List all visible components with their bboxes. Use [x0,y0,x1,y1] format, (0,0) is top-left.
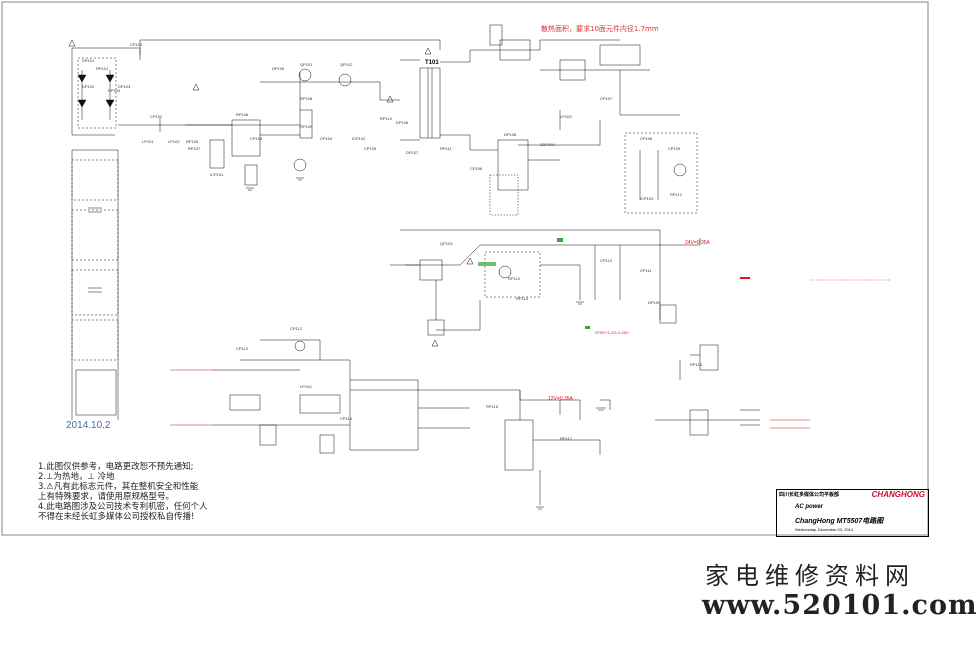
component-ref-label: CP106 [470,166,483,171]
component-ref-label: RP113 [508,276,521,281]
component-ref-label: CP114 [340,416,353,421]
component-ref-label: DP109 [648,300,661,305]
component-ref-label: DP108 [504,132,517,137]
component-ref-label: CP104 [320,136,333,141]
component-ref-label: ICP103 [640,196,654,201]
timestamp: Wednesday, December 03, 2014 [795,527,854,532]
component-ref-label: RP107 [188,146,201,151]
voltage-12v-label: 12V=0.35A [548,396,574,402]
stby-label: STBY+1.2V=1.20V [595,330,629,335]
component-ref-label: DP107 [406,150,419,155]
component-ref-label: CP112 [290,326,303,331]
component-ref-label: DP106 [396,120,409,125]
component-ref-label: CP110 [600,258,613,263]
note-line-1: 1.此图仅供参考，电路更改恕不预先通知; [38,462,194,472]
component-ref-label: LP101 [142,139,154,144]
component-ref-label: DP104 [108,88,121,93]
component-ref-label: QP103 [440,241,453,246]
component-ref-label: LP104 [300,384,312,389]
title-block: 四川长虹多媒体公司平板部 CHANGHONG AC power ChangHon… [776,489,929,537]
component-ref-label: RP106 [236,112,249,117]
component-ref-label: LP103 [560,114,572,119]
component-ref-label: RP111 [440,146,452,151]
document-title: ChangHong MT5507电路图 [795,518,884,525]
component-ref-label: RP117 [560,436,573,441]
company-name: 四川长虹多媒体公司平板部 [779,492,840,498]
component-ref-label: DP101 [82,58,95,63]
component-ref-label: DP103 [118,84,131,89]
component-ref-label: RP116 [486,404,499,409]
component-ref-label: CP103 [250,136,263,141]
voltage-24v-label: 24V=0.35A [685,240,711,246]
note-line-6: 不得在未经长虹多媒体公司授权私自传播! [38,512,195,522]
component-ref-label: CP108 [640,136,653,141]
component-ref-label: ICP101 [210,172,224,177]
component-ref-label: RP109 [300,124,313,129]
component-ref-label: CP105 [364,146,377,151]
component-ref-label: RP115 [690,362,703,367]
note-line-2: 2.⊥为热地，⊥ 冷地 [38,472,115,482]
component-ref-label: CP107 [600,96,613,101]
component-ref-label: CP111 [640,268,652,273]
transformer-label: T101 [425,60,439,66]
component-ref-label: RP112 [670,192,683,197]
note-line-3: 3.⚠凡有此标志元件，其在整机安全和性能 [38,482,199,492]
component-ref-label: DP105 [272,66,285,71]
component-ref-label: RP108 [300,96,313,101]
heatsink-hint: 散热面积，要求10面元件内径1.7mm [541,25,659,33]
brand-logo: CHANGHONG [871,490,925,499]
component-ref-label: ICP102 [352,136,366,141]
component-ref-label: RP114 [516,296,529,301]
component-ref-label: RP110 [380,116,393,121]
note-line-4: 上有特殊要求，请使用原规格型号。 [38,492,175,502]
component-ref-label: CP102 [150,114,163,119]
note-line-5: 4.此电路图涉及公司技术专利机密，任何个人 [38,502,208,512]
watermark-url: www.520101.com [702,590,978,621]
component-ref-label: CP113 [236,346,249,351]
watermark-title: 家电维修资料网 [705,562,915,590]
component-ref-label: RP105 [186,139,199,144]
component-ref-label: QP102 [340,62,353,67]
component-ref-label: RP101 [96,66,109,71]
component-ref-label: CP109 [668,146,681,151]
component-ref-label: ZDP101 [540,142,555,147]
component-ref-label: DP102 [82,84,95,89]
component-ref-label: QP101 [300,62,313,67]
date-stamp: 2014.10.2 [66,420,111,431]
component-ref-label: LP102 [168,139,180,144]
component-ref-label: CP101 [130,42,143,47]
sheet-name: AC power [795,504,824,510]
